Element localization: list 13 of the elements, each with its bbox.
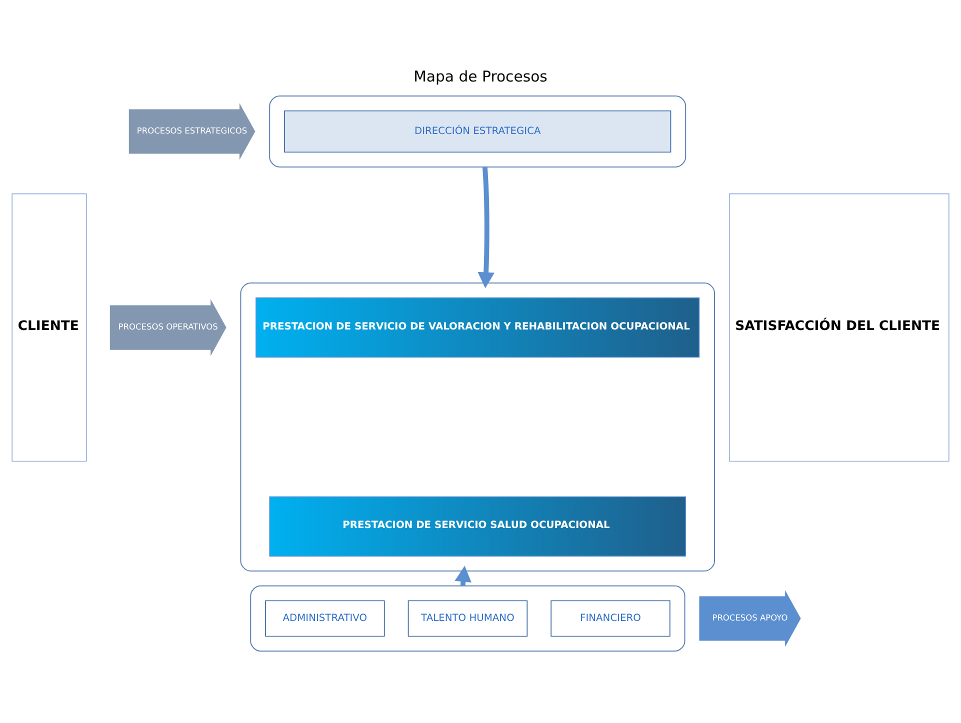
node-box: PRESTACION DE SERVICIO DE VALORACION Y REHABILITACION OCUPACIONAL <box>256 296 700 358</box>
node-box: ADMINISTRATIVO <box>265 600 385 636</box>
node-box: CLIENTE <box>12 192 87 462</box>
diagram-title: Mapa de Procesos <box>414 66 548 85</box>
node-box: TALENTO HUMANO <box>408 600 528 636</box>
cluster <box>250 584 686 652</box>
arrow <box>478 166 494 288</box>
node-box: FINANCIERO <box>550 600 670 636</box>
cluster <box>240 282 715 572</box>
node-box: PRESTACION DE SERVICIO SALUD OCUPACIONAL <box>269 496 686 556</box>
node-box: SATISFACCIÓN DEL CLIENTE <box>728 192 950 462</box>
node-box: DIRECCIÓN ESTRATEGICA <box>284 110 672 152</box>
cluster <box>269 95 686 167</box>
